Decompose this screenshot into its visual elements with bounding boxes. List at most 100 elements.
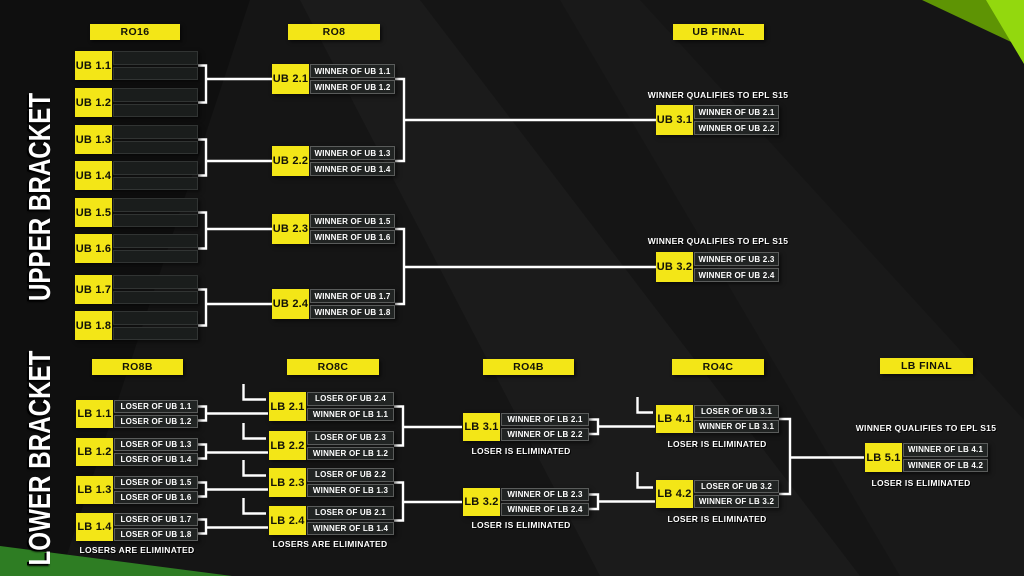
note-ub32-qualify: WINNER QUALIFIES TO EPL S15 [647, 236, 789, 246]
team-slot: LOSER OF UB 2.1 [307, 506, 394, 520]
team-slot: WINNER OF LB 4.1 [903, 443, 988, 457]
column-header-ub-final: UB FINAL [673, 24, 764, 40]
team-slot: LOSER OF UB 1.6 [114, 491, 198, 504]
match-ub-1-7: UB 1.7 [75, 275, 198, 304]
team-slot [113, 249, 198, 263]
match-label: UB 1.2 [75, 88, 112, 117]
match-label: UB 1.6 [75, 234, 112, 263]
team-slot: WINNER OF UB 1.1 [310, 64, 395, 78]
team-slot: WINNER OF LB 1.1 [307, 407, 394, 421]
match-label: UB 1.1 [75, 51, 112, 80]
team-slot [113, 51, 198, 65]
team-slot: WINNER OF LB 3.2 [694, 495, 779, 508]
column-header-ro16: RO16 [90, 24, 180, 40]
team-slot [113, 125, 198, 139]
note-lb51-qualify: WINNER QUALIFIES TO EPL S15 [855, 423, 997, 433]
team-slot: LOSER OF UB 3.2 [694, 480, 779, 493]
match-label: LB 3.1 [463, 413, 500, 441]
note-lb41-eliminated: LOSER IS ELIMINATED [667, 439, 767, 449]
column-header-ro4c: RO4C [672, 359, 764, 375]
team-slot: WINNER OF LB 2.4 [501, 503, 589, 516]
match-ub-1-1: UB 1.1 [75, 51, 198, 80]
team-slot: WINNER OF LB 1.2 [307, 446, 394, 460]
team-slot: LOSER OF UB 2.4 [307, 392, 394, 406]
match-label: LB 3.2 [463, 488, 500, 516]
match-ub-1-8: UB 1.8 [75, 311, 198, 340]
team-slot: LOSER OF UB 1.8 [114, 528, 198, 541]
team-slot [113, 103, 198, 117]
team-slot: LOSER OF UB 3.1 [694, 405, 779, 418]
team-slot: WINNER OF UB 2.1 [694, 105, 779, 119]
match-label: LB 4.2 [656, 480, 693, 508]
match-label: LB 1.2 [76, 438, 113, 466]
note-lb51-eliminated: LOSER IS ELIMINATED [871, 478, 971, 488]
match-ub-1-6: UB 1.6 [75, 234, 198, 263]
team-slot [113, 234, 198, 248]
column-header-ro8: RO8 [288, 24, 380, 40]
team-slot: LOSER OF UB 1.7 [114, 513, 198, 526]
team-slot [113, 326, 198, 340]
upper-bracket-label: UPPER BRACKET [22, 92, 57, 302]
team-slot: WINNER OF UB 2.3 [694, 252, 779, 266]
match-label: UB 2.2 [272, 146, 309, 176]
team-slot: LOSER OF UB 1.5 [114, 476, 198, 489]
match-label: LB 2.2 [269, 431, 306, 460]
team-slot: WINNER OF UB 1.8 [310, 305, 395, 319]
match-ub-1-2: UB 1.2 [75, 88, 198, 117]
team-slot: WINNER OF UB 1.2 [310, 80, 395, 94]
match-label: UB 2.4 [272, 289, 309, 319]
team-slot: WINNER OF LB 3.1 [694, 420, 779, 433]
lower-bracket-label: LOWER BRACKET [22, 350, 57, 566]
team-slot [113, 161, 198, 175]
team-slot [113, 275, 198, 289]
team-slot: WINNER OF LB 2.2 [501, 428, 589, 441]
match-label: LB 4.1 [656, 405, 693, 433]
column-header-lb-final: LB FINAL [880, 358, 973, 374]
team-slot: WINNER OF LB 1.4 [307, 521, 394, 535]
match-label: LB 2.4 [269, 506, 306, 535]
team-slot: WINNER OF LB 2.3 [501, 488, 589, 501]
team-slot: WINNER OF LB 1.3 [307, 483, 394, 497]
match-label: LB 2.3 [269, 468, 306, 497]
team-slot [113, 140, 198, 154]
match-label: UB 1.7 [75, 275, 112, 304]
team-slot: WINNER OF LB 2.1 [501, 413, 589, 426]
team-slot [113, 311, 198, 325]
team-slot: LOSER OF UB 2.3 [307, 431, 394, 445]
column-header-ro8c: RO8C [287, 359, 379, 375]
match-label: LB 1.4 [76, 513, 113, 541]
team-slot [113, 290, 198, 304]
match-label: UB 2.3 [272, 214, 309, 244]
team-slot: WINNER OF UB 1.3 [310, 146, 395, 160]
match-label: LB 1.3 [76, 476, 113, 504]
column-header-ro4b: RO4B [483, 359, 574, 375]
match-label: UB 2.1 [272, 64, 309, 94]
match-label: UB 1.3 [75, 125, 112, 154]
match-label: UB 1.8 [75, 311, 112, 340]
team-slot: WINNER OF UB 2.4 [694, 268, 779, 282]
team-slot: WINNER OF UB 2.2 [694, 121, 779, 135]
note-lb42-eliminated: LOSER IS ELIMINATED [667, 514, 767, 524]
team-slot: WINNER OF UB 1.5 [310, 214, 395, 228]
match-label: UB 3.1 [656, 105, 693, 135]
note-ub31-qualify: WINNER QUALIFIES TO EPL S15 [647, 90, 789, 100]
team-slot: LOSER OF UB 1.2 [114, 415, 198, 428]
team-slot: LOSER OF UB 1.1 [114, 400, 198, 413]
team-slot [113, 66, 198, 80]
team-slot: WINNER OF LB 4.2 [903, 458, 988, 472]
match-label: UB 3.2 [656, 252, 693, 282]
